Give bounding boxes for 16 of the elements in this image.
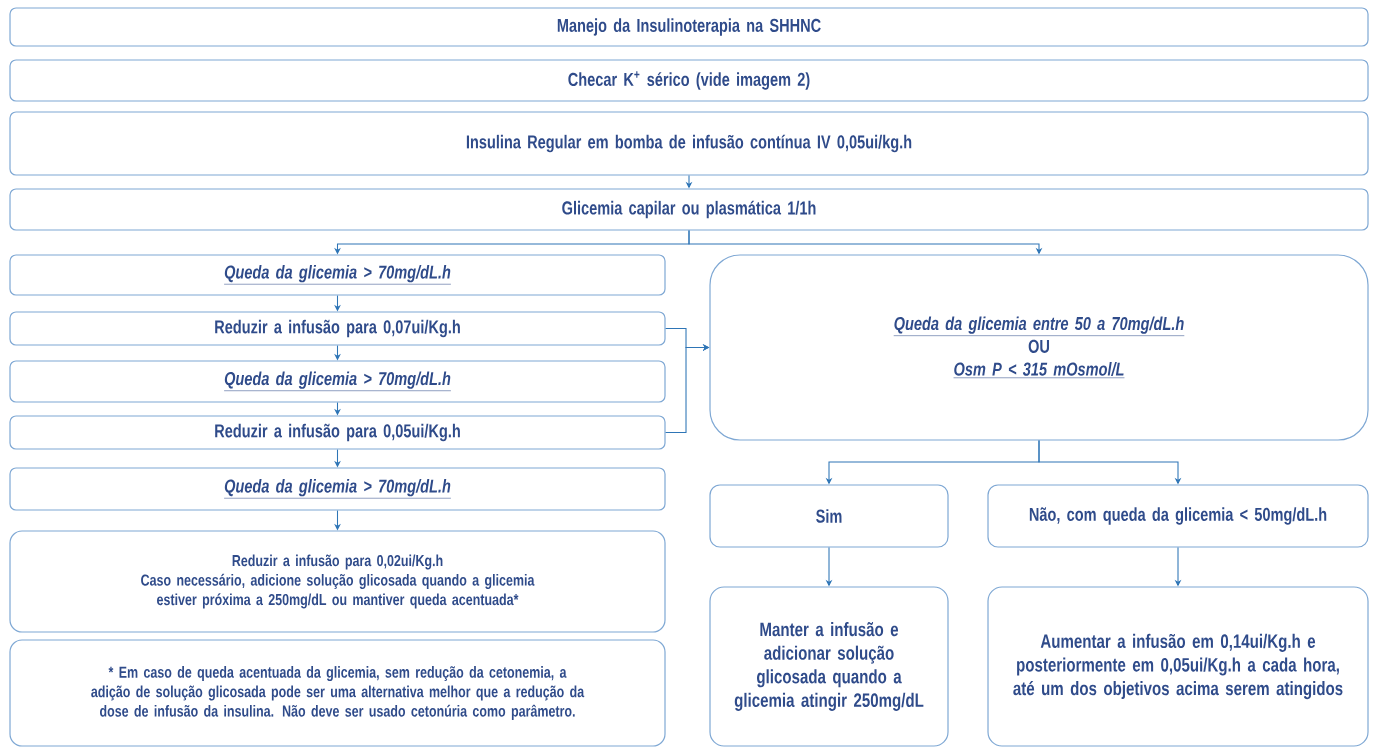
flow-box: Queda da glicemia > 70mg/dL.h: [9, 467, 666, 511]
flow-box: Sim: [709, 484, 949, 548]
flow-box: Queda da glicemia entre 50 a 70mg/dL.h OU Osm P < 315 mOsmol/L: [709, 254, 1369, 441]
flow-box: Aumentar a infusão em 0,14ui/Kg.h e posteriormente em 0,05ui/Kg.h a cada hora, até um dos objetivos acima serem atingidos: [987, 586, 1369, 747]
flow-box: Manter a infusão e adicionar solução glicosada quando a glicemia atingir 250mg/dL: [709, 586, 949, 747]
flow-box: Queda da glicemia > 70mg/dL.h: [9, 360, 666, 403]
flow-box: Manejo da Insulinoterapia na SHHNC: [9, 7, 1369, 47]
flow-box: Reduzir a infusão para 0,07ui/Kg.h: [9, 311, 666, 346]
flow-box: Insulina Regular em bomba de infusão contínua IV 0,05ui/kg.h: [9, 111, 1369, 176]
flow-box: Não, com queda da glicemia < 50mg/dL.h: [987, 484, 1369, 548]
flow-box: * Em caso de queda acentuada da glicemia, sem redução da cetonemia, a adição de solução glicosada pode ser uma alternativa melhor que a redução da dose de infusão da insulina. Não deve ser usado cetonúria como parâmetro.: [9, 639, 666, 747]
flow-box: Reduzir a infusão para 0,02ui/Kg.h Caso necessário, adicione solução glicosada quando a glicemia estiver próxima a 250mg/dL ou mantiver queda acentuada*: [9, 530, 666, 633]
flow-box: Checar K$^{+}$ sérico (vide imagem 2): [9, 59, 1369, 102]
flow-box: Queda da glicemia > 70mg/dL.h: [9, 254, 666, 296]
flow-box: Glicemia capilar ou plasmática 1/1h: [9, 188, 1369, 231]
flow-box: Reduzir a infusão para 0,05ui/Kg.h: [9, 415, 666, 450]
